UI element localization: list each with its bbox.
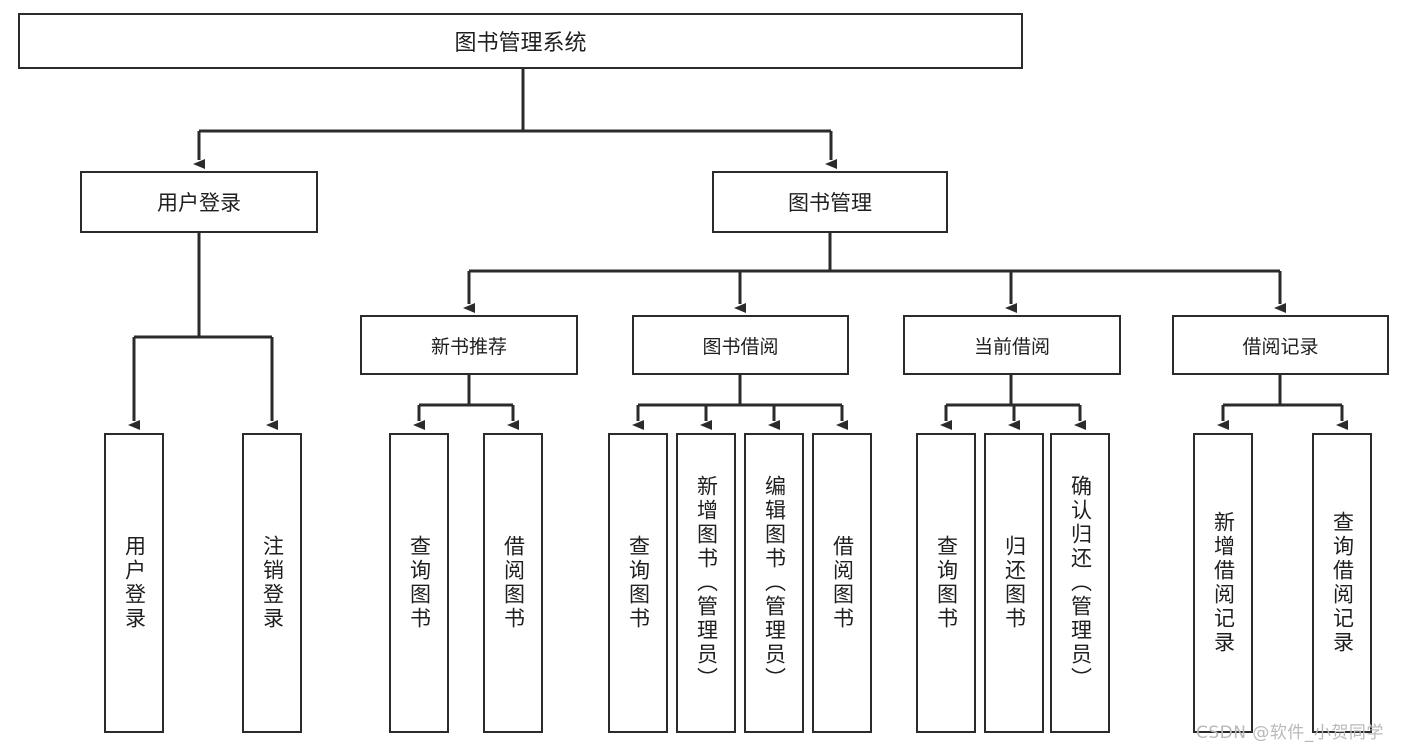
node-leaf-user-logout[interactable]: 注销登录 [242,433,302,733]
node-borrow-record[interactable]: 借阅记录 [1172,315,1389,375]
node-leaf-query-book-3-label: 查询图书 [934,535,959,631]
node-leaf-borrow-book-1[interactable]: 借阅图书 [483,433,543,733]
node-leaf-user-login-label: 用户登录 [122,535,147,631]
connector-new-book-recommend-children [413,375,519,430]
node-leaf-query-borrow-record[interactable]: 查询借阅记录 [1312,433,1372,733]
csdn-watermark: CSDN @软件_小贺同学 [1196,723,1384,743]
node-current-borrow-label: 当前借阅 [973,335,1050,358]
node-leaf-return-book[interactable]: 归还图书 [984,433,1044,733]
node-root-label: 图书管理系统 [454,31,587,56]
connector-root-to-level1 [193,69,837,169]
node-leaf-edit-book-admin-label: 编辑图书（管理员） [762,475,787,691]
node-user-login-label: 用户登录 [157,191,241,215]
node-root[interactable]: 图书管理系统 [18,13,1023,69]
node-current-borrow[interactable]: 当前借阅 [903,315,1121,375]
node-leaf-add-borrow-record-label: 新增借阅记录 [1211,511,1236,655]
node-book-borrow[interactable]: 图书借阅 [632,315,849,375]
node-new-book-recommend-label: 新书推荐 [430,335,507,358]
node-leaf-edit-book-admin[interactable]: 编辑图书（管理员） [744,433,804,733]
connector-borrow-record-children [1217,375,1348,430]
node-leaf-user-login[interactable]: 用户登录 [104,433,164,733]
connector-current-borrow-children [940,375,1086,430]
node-leaf-add-book-admin[interactable]: 新增图书（管理员） [676,433,736,733]
node-leaf-query-book-3[interactable]: 查询图书 [916,433,976,733]
node-leaf-borrow-book-2[interactable]: 借阅图书 [812,433,872,733]
node-leaf-add-book-admin-label: 新增图书（管理员） [694,475,719,691]
node-leaf-user-logout-label: 注销登录 [260,535,285,631]
node-leaf-add-borrow-record[interactable]: 新增借阅记录 [1193,433,1253,733]
node-leaf-query-book-1-label: 查询图书 [407,535,432,631]
node-leaf-query-borrow-record-label: 查询借阅记录 [1330,511,1355,655]
node-leaf-borrow-book-1-label: 借阅图书 [501,535,526,631]
node-book-borrow-label: 图书借阅 [702,335,779,358]
node-leaf-return-book-label: 归还图书 [1002,535,1027,631]
node-borrow-record-label: 借阅记录 [1242,335,1319,358]
node-leaf-confirm-return-admin-label: 确认归还（管理员） [1068,475,1093,691]
node-new-book-recommend[interactable]: 新书推荐 [360,315,578,375]
node-leaf-borrow-book-2-label: 借阅图书 [830,535,855,631]
node-leaf-query-book-1[interactable]: 查询图书 [389,433,449,733]
connector-book-manage-children [463,233,1286,313]
node-book-manage-label: 图书管理 [788,191,872,215]
connector-user-login-children [128,233,278,430]
node-leaf-confirm-return-admin[interactable]: 确认归还（管理员） [1050,433,1110,733]
connector-book-borrow-children [632,375,848,430]
node-book-manage[interactable]: 图书管理 [712,171,948,233]
node-user-login[interactable]: 用户登录 [80,171,318,233]
node-leaf-query-book-2[interactable]: 查询图书 [608,433,668,733]
node-leaf-query-book-2-label: 查询图书 [626,535,651,631]
